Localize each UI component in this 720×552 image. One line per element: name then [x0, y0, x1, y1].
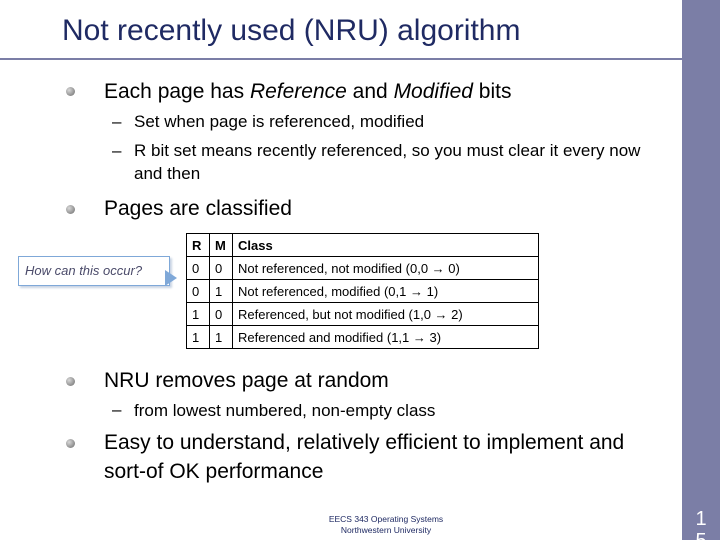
cell-class: Referenced, but not modified (1,0 → 2) — [232, 302, 539, 326]
cell-r: 1 — [186, 325, 210, 349]
cell-r: 0 — [186, 279, 210, 303]
callout-text: How can this occur? — [25, 263, 143, 278]
slide-number-line-1: 1 — [695, 508, 707, 530]
class-table: R M Class 0 0 Not referenced, not modifi… — [186, 233, 539, 349]
header-class: Class — [232, 233, 539, 257]
cell-r: 0 — [186, 256, 210, 280]
bullet-pages-classified: Pages are classified — [104, 197, 292, 220]
right-sidebar-band — [682, 0, 720, 540]
header-m: M — [209, 233, 233, 257]
cell-m: 0 — [209, 302, 233, 326]
slide-number-line-2: 5 — [695, 530, 707, 552]
footer: EECS 343 Operating Systems Northwestern … — [300, 514, 472, 536]
table-header-row: R M Class — [186, 233, 539, 257]
sub-bullet-r-bit: R bit set means recently referenced, so … — [134, 141, 641, 183]
bullet-nru-removes: NRU removes page at random — [104, 369, 389, 392]
emphasis-modified: Modified — [393, 80, 473, 103]
table-row: 1 1 Referenced and modified (1,1 → 3) — [186, 325, 539, 349]
title-divider — [0, 58, 682, 60]
header-r: R — [186, 233, 210, 257]
sub-bullet-set-when: Set when page is referenced, modified — [134, 112, 425, 131]
cell-m: 1 — [209, 325, 233, 349]
sub-bullet-dash: – — [112, 141, 122, 160]
table-row: 1 0 Referenced, but not modified (1,0 → … — [186, 302, 539, 326]
bullet-text: bits — [472, 80, 512, 103]
bullet-icon — [66, 439, 75, 448]
bullet-icon — [66, 205, 75, 214]
bullet-reference-modified: Each page has Reference and Modified bit… — [104, 77, 511, 106]
sub-bullet-dash: – — [112, 400, 122, 419]
slide-title: Not recently used (NRU) algorithm — [62, 14, 521, 47]
bullet-easy-to-understand: Easy to understand, relatively efficient… — [104, 431, 625, 483]
cell-m: 1 — [209, 279, 233, 303]
sub-bullet-dash: – — [112, 112, 122, 131]
callout-box: How can this occur? — [18, 256, 170, 286]
cell-class: Referenced and modified (1,1 → 3) — [232, 325, 539, 349]
slide-number: 1 5 — [682, 508, 720, 552]
cell-class: Not referenced, not modified (0,0 → 0) — [232, 256, 539, 280]
sub-bullet-lowest-class: from lowest numbered, non-empty class — [134, 401, 436, 420]
callout-pointer — [165, 270, 177, 286]
footer-university: Northwestern University — [340, 525, 432, 535]
bullet-text: Each page has — [104, 80, 250, 103]
cell-class: Not referenced, modified (0,1 → 1) — [232, 279, 539, 303]
bullet-text: and — [346, 80, 394, 103]
bullet-icon — [66, 377, 75, 386]
bullet-icon — [66, 87, 75, 96]
cell-m: 0 — [209, 256, 233, 280]
footer-course: EECS 343 Operating Systems — [328, 514, 444, 524]
emphasis-reference: Reference — [249, 80, 347, 103]
table-row: 0 1 Not referenced, modified (0,1 → 1) — [186, 279, 539, 303]
table-row: 0 0 Not referenced, not modified (0,0 → … — [186, 256, 539, 280]
cell-r: 1 — [186, 302, 210, 326]
